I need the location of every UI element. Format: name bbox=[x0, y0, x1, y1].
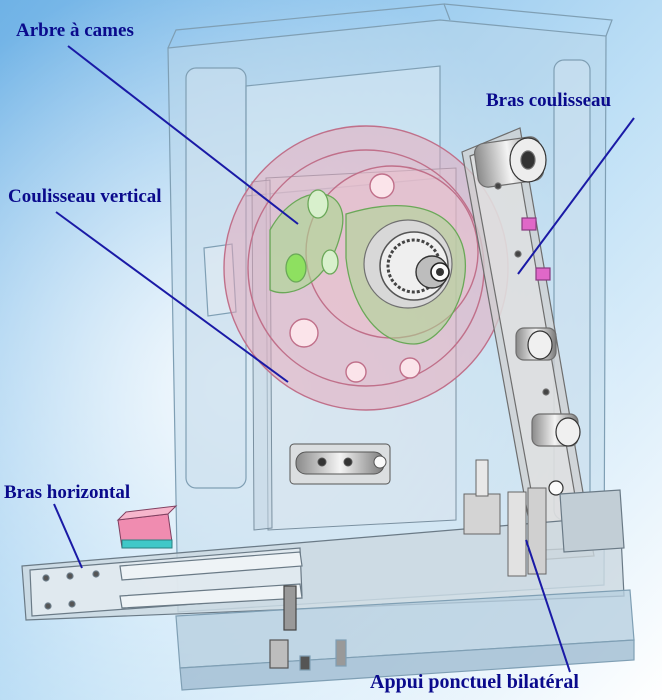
label-bras-horizontal: Bras horizontal bbox=[4, 482, 131, 503]
bilateral-support bbox=[463, 459, 547, 577]
camshaft-hub bbox=[363, 219, 453, 309]
leader-appui-ponctuel bbox=[525, 539, 571, 673]
leader-coulisseau-vertical bbox=[55, 211, 289, 383]
label-bras-coulisseau: Bras coulisseau bbox=[486, 90, 612, 111]
leader-bras-horizontal bbox=[53, 503, 83, 569]
sensor-block bbox=[116, 505, 178, 549]
horizontal-arm bbox=[21, 489, 625, 621]
label-coulisseau-vertical: Coulisseau vertical bbox=[8, 186, 162, 207]
label-appui-ponctuel-bilateral: Appui ponctuel bilatéral bbox=[370, 671, 579, 693]
slide-arm bbox=[461, 127, 595, 561]
center-roller-block bbox=[289, 443, 391, 485]
leader-arbre-a-cames bbox=[67, 45, 299, 225]
base-plate bbox=[175, 585, 635, 691]
leader-lines bbox=[53, 45, 635, 673]
leader-bras-coulisseau bbox=[517, 117, 635, 275]
label-arbre-a-cames: Arbre à cames bbox=[16, 20, 134, 41]
